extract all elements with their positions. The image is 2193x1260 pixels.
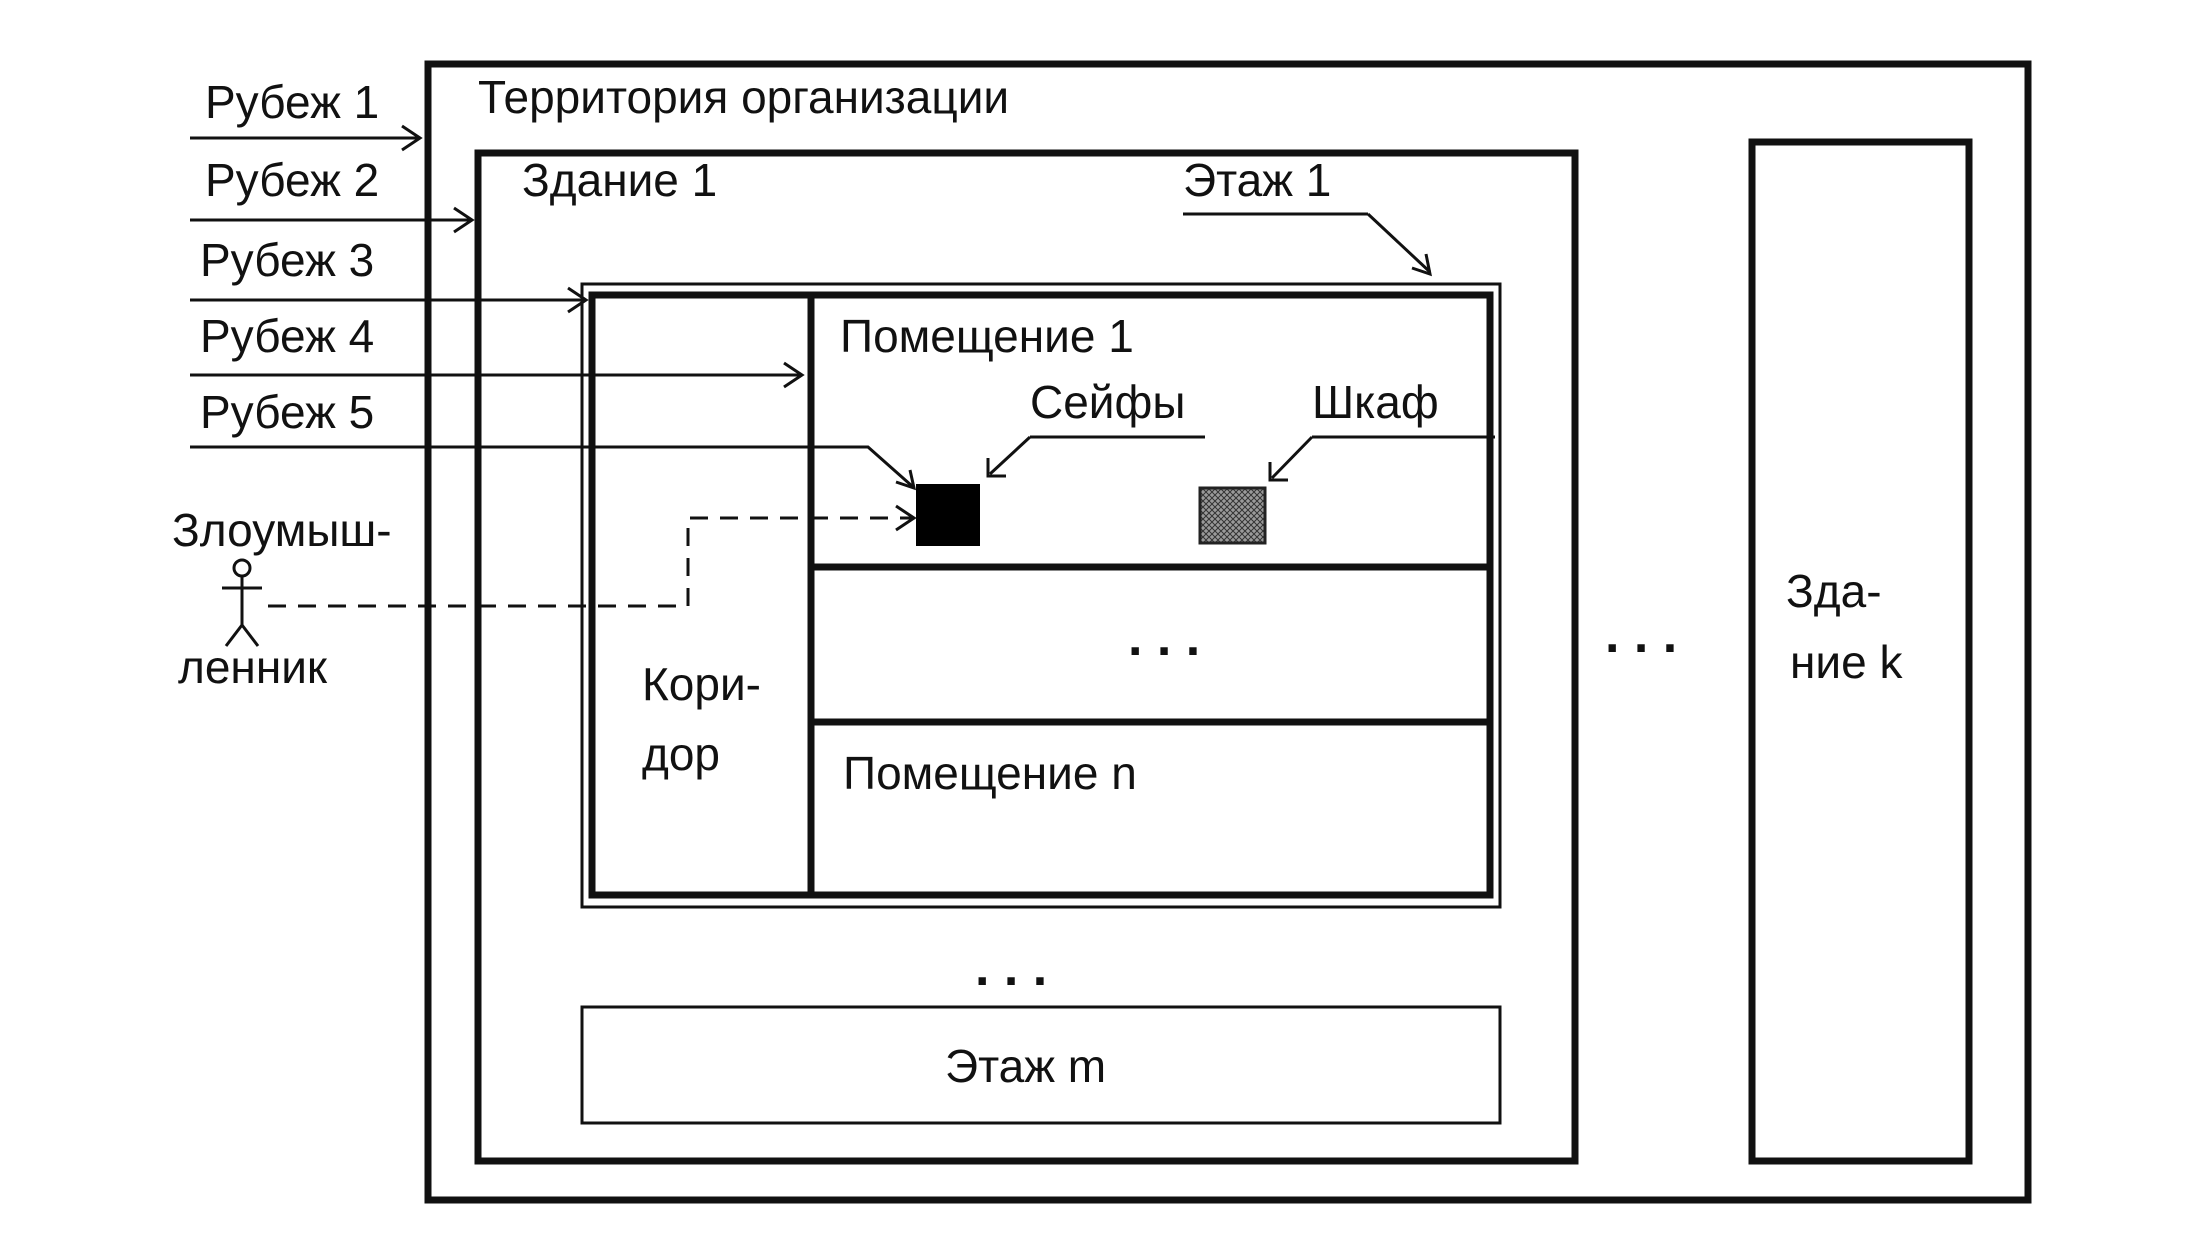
floor-m-boundary bbox=[580, 1005, 1502, 1125]
boundary-3-label: Рубеж 3 bbox=[200, 234, 374, 286]
floor-1-label: Этаж 1 bbox=[1183, 154, 1331, 206]
boundary-3-arrowhead bbox=[567, 286, 589, 314]
building-1-label: Здание 1 bbox=[522, 154, 717, 206]
boundary-1-label: Рубеж 1 bbox=[205, 76, 379, 128]
safes-pointer-arrow bbox=[988, 435, 1032, 476]
floor-m-label: Этаж m bbox=[945, 1040, 1106, 1092]
room-1-boundary bbox=[807, 291, 1494, 571]
boundary-5-arrow bbox=[190, 445, 913, 488]
cabinet-object bbox=[1198, 486, 1267, 545]
corridor-label-line2: дор bbox=[642, 728, 720, 780]
safes-label: Сейфы bbox=[1030, 376, 1185, 428]
rooms-ellipsis: . . . bbox=[1128, 609, 1200, 667]
building-k-boundary bbox=[1748, 138, 1973, 1165]
corridor-label-line1: Кори- bbox=[642, 658, 761, 710]
floor-1-pointer-arrow bbox=[1366, 212, 1432, 274]
buildings-ellipsis: . . . bbox=[1605, 606, 1677, 664]
room-n-label: Помещение n bbox=[843, 747, 1137, 799]
building-k-label-line1: Зда- bbox=[1786, 565, 1882, 617]
boundary-5-label: Рубеж 5 bbox=[200, 386, 374, 438]
boundary-1-arrowhead bbox=[401, 124, 423, 152]
territory-label: Территория организации bbox=[478, 71, 1009, 123]
safes-pointer-arrowhead bbox=[986, 458, 1006, 478]
floor-1-outer-boundary bbox=[580, 282, 1502, 909]
territory-boundary bbox=[424, 60, 2032, 1204]
cabinet-pointer-arrowhead bbox=[1268, 462, 1288, 482]
intruder-label-line2: ленник bbox=[178, 641, 328, 693]
room-n-boundary bbox=[807, 718, 1494, 899]
intruder-label-line1: Злоумыш- bbox=[172, 504, 392, 556]
intruder-figure-icon bbox=[222, 558, 262, 647]
safe-object bbox=[916, 484, 980, 546]
boundary-2-arrowhead bbox=[453, 206, 475, 234]
intruder-path bbox=[268, 516, 912, 608]
floor-1-pointer-arrowhead bbox=[1411, 253, 1432, 277]
boundary-4-arrowhead bbox=[783, 361, 805, 389]
cabinet-pointer-arrow bbox=[1270, 435, 1314, 480]
cabinet-label: Шкаф bbox=[1312, 376, 1439, 428]
room-1-label: Помещение 1 bbox=[840, 310, 1134, 362]
floors-ellipsis: . . . bbox=[975, 939, 1047, 997]
building-k-label-line2: ние k bbox=[1790, 636, 1903, 688]
boundary-4-label: Рубеж 4 bbox=[200, 310, 374, 362]
boundary-2-label: Рубеж 2 bbox=[205, 154, 379, 206]
building-1-boundary bbox=[474, 149, 1579, 1165]
intruder-path-arrowhead bbox=[895, 504, 917, 532]
boundary-5-arrowhead bbox=[895, 469, 917, 491]
